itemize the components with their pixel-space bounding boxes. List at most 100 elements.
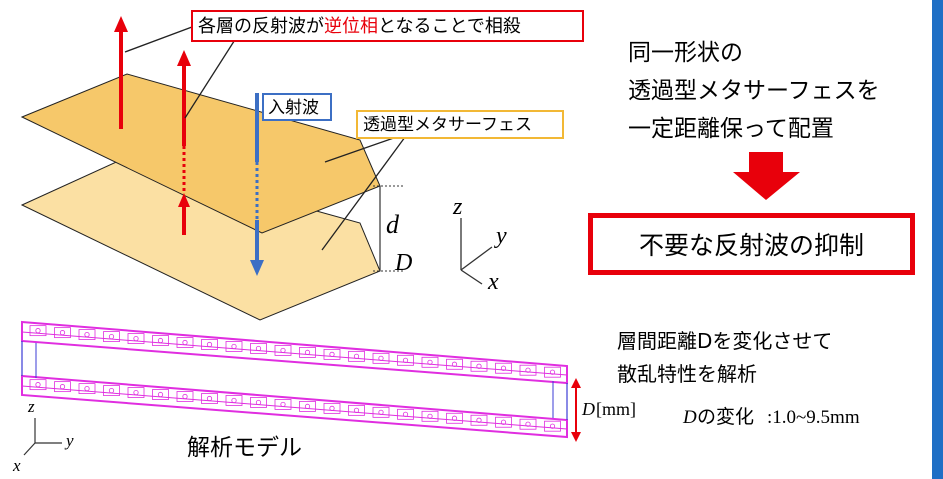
unit-cell-element xyxy=(182,339,188,346)
metasurface-top-plate xyxy=(20,73,381,234)
unit-cell xyxy=(29,379,47,391)
unit-cell-element xyxy=(280,347,286,354)
unit-cell-element xyxy=(378,355,384,361)
unit-cell-element xyxy=(231,397,237,404)
unit-cell-element xyxy=(451,361,458,367)
unit-cell-element xyxy=(108,333,115,340)
unit-cell xyxy=(127,387,145,398)
reflected-arrow-2-head xyxy=(177,50,191,66)
unit-cell xyxy=(544,366,561,378)
unit-cell-element xyxy=(500,365,507,371)
description-line-1: 同一形状の xyxy=(628,40,743,66)
unit-cell-element xyxy=(451,415,458,421)
unit-cell-element xyxy=(231,343,237,350)
axis-top-y xyxy=(460,246,493,271)
unit-cell-element xyxy=(133,389,139,396)
unit-cell xyxy=(152,389,169,400)
analysis-model xyxy=(21,320,581,442)
unit-cell xyxy=(176,337,194,348)
axis-top-y-label: y xyxy=(496,223,507,249)
model-top-layer xyxy=(21,320,568,385)
range-symbol: D xyxy=(683,407,697,428)
axis-top-x xyxy=(460,269,483,285)
unit-cell-element xyxy=(206,395,213,402)
unit-cell-element xyxy=(84,332,90,338)
unit-cell xyxy=(446,358,463,370)
unit-cell-element xyxy=(427,359,433,365)
incident-arrow-head xyxy=(250,260,264,276)
unit-cell xyxy=(225,395,243,406)
spacing-label-D: D xyxy=(395,250,413,276)
unit-cell-element xyxy=(182,393,188,400)
metasurface-leader-2 xyxy=(321,132,409,251)
unit-cell xyxy=(54,327,71,339)
axis-bottom-x xyxy=(23,442,36,456)
description-line-2: 透過型メタサーフェスを xyxy=(628,78,880,104)
unit-cell xyxy=(201,339,218,350)
unit-cell-element xyxy=(206,341,213,348)
model-dimension-arrow-bottom xyxy=(571,432,581,442)
callout-prefix: 各層の反射波が xyxy=(198,16,324,37)
axis-top-x-label: x xyxy=(488,269,499,295)
unit-cell-element xyxy=(329,405,335,411)
metasurface-bottom-plate xyxy=(20,157,381,321)
unit-cell-element xyxy=(427,413,433,419)
unit-cell-element xyxy=(304,349,311,356)
unit-cell xyxy=(446,412,463,424)
unit-cell xyxy=(127,333,145,344)
unit-cell xyxy=(372,406,390,418)
unit-cell xyxy=(348,350,365,362)
accent-bar xyxy=(932,0,943,479)
range-values: :1.0~9.5mm xyxy=(767,407,860,428)
reflected-arrow-1-head xyxy=(114,16,128,32)
model-bottom-layer xyxy=(21,374,568,439)
unit-cell-element xyxy=(35,382,41,388)
unit-cell xyxy=(495,416,512,428)
unit-cell xyxy=(372,352,390,364)
unit-cell-element xyxy=(304,403,311,410)
result-box: 不要な反射波の抑制 xyxy=(588,213,915,275)
unit-cell xyxy=(225,341,243,352)
analysis-line-2: 散乱特性を解析 xyxy=(617,362,757,386)
unit-cell xyxy=(299,347,316,358)
unit-cell xyxy=(176,391,194,402)
incident-label: 入射波 xyxy=(268,98,319,118)
unit-cell-element xyxy=(84,386,90,392)
result-arrow-shaft xyxy=(749,152,783,172)
unit-cell-element xyxy=(133,335,139,342)
model-dimension-symbol: D xyxy=(582,399,595,419)
unit-cell xyxy=(397,354,414,366)
unit-cell xyxy=(103,385,120,396)
unit-cell-element xyxy=(157,391,164,398)
unit-cell-element xyxy=(59,330,66,336)
unit-cell-element xyxy=(255,399,262,406)
unit-cell xyxy=(519,364,537,376)
unit-cell xyxy=(29,325,47,337)
unit-cell xyxy=(152,335,169,346)
unit-cell-element xyxy=(353,353,360,359)
axis-top-z-label: z xyxy=(453,194,463,220)
unit-cell xyxy=(201,393,218,404)
unit-cell-element xyxy=(353,407,360,413)
unit-cell xyxy=(421,356,439,368)
reflected-arrow-3-head xyxy=(178,193,190,207)
unit-cell-element xyxy=(59,384,66,390)
unit-cell-element xyxy=(525,421,531,427)
unit-cell-element xyxy=(402,411,409,417)
unit-cell xyxy=(323,402,341,414)
result-text: 不要な反射波の抑制 xyxy=(638,231,864,260)
unit-cell xyxy=(348,404,365,416)
unit-cell xyxy=(421,410,439,422)
model-unit-cells xyxy=(29,325,561,432)
unit-cell xyxy=(470,360,488,372)
unit-cell-element xyxy=(378,409,384,415)
unit-cell xyxy=(103,331,120,342)
model-dimension-unit: [mm] xyxy=(596,399,636,419)
incident-label-box: 入射波 xyxy=(262,93,332,121)
unit-cell-element xyxy=(402,357,409,363)
result-arrow-head xyxy=(733,172,800,200)
metasurface-label-box: 透過型メタサーフェス xyxy=(356,110,564,139)
unit-cell xyxy=(519,418,537,430)
unit-cell xyxy=(495,362,512,374)
